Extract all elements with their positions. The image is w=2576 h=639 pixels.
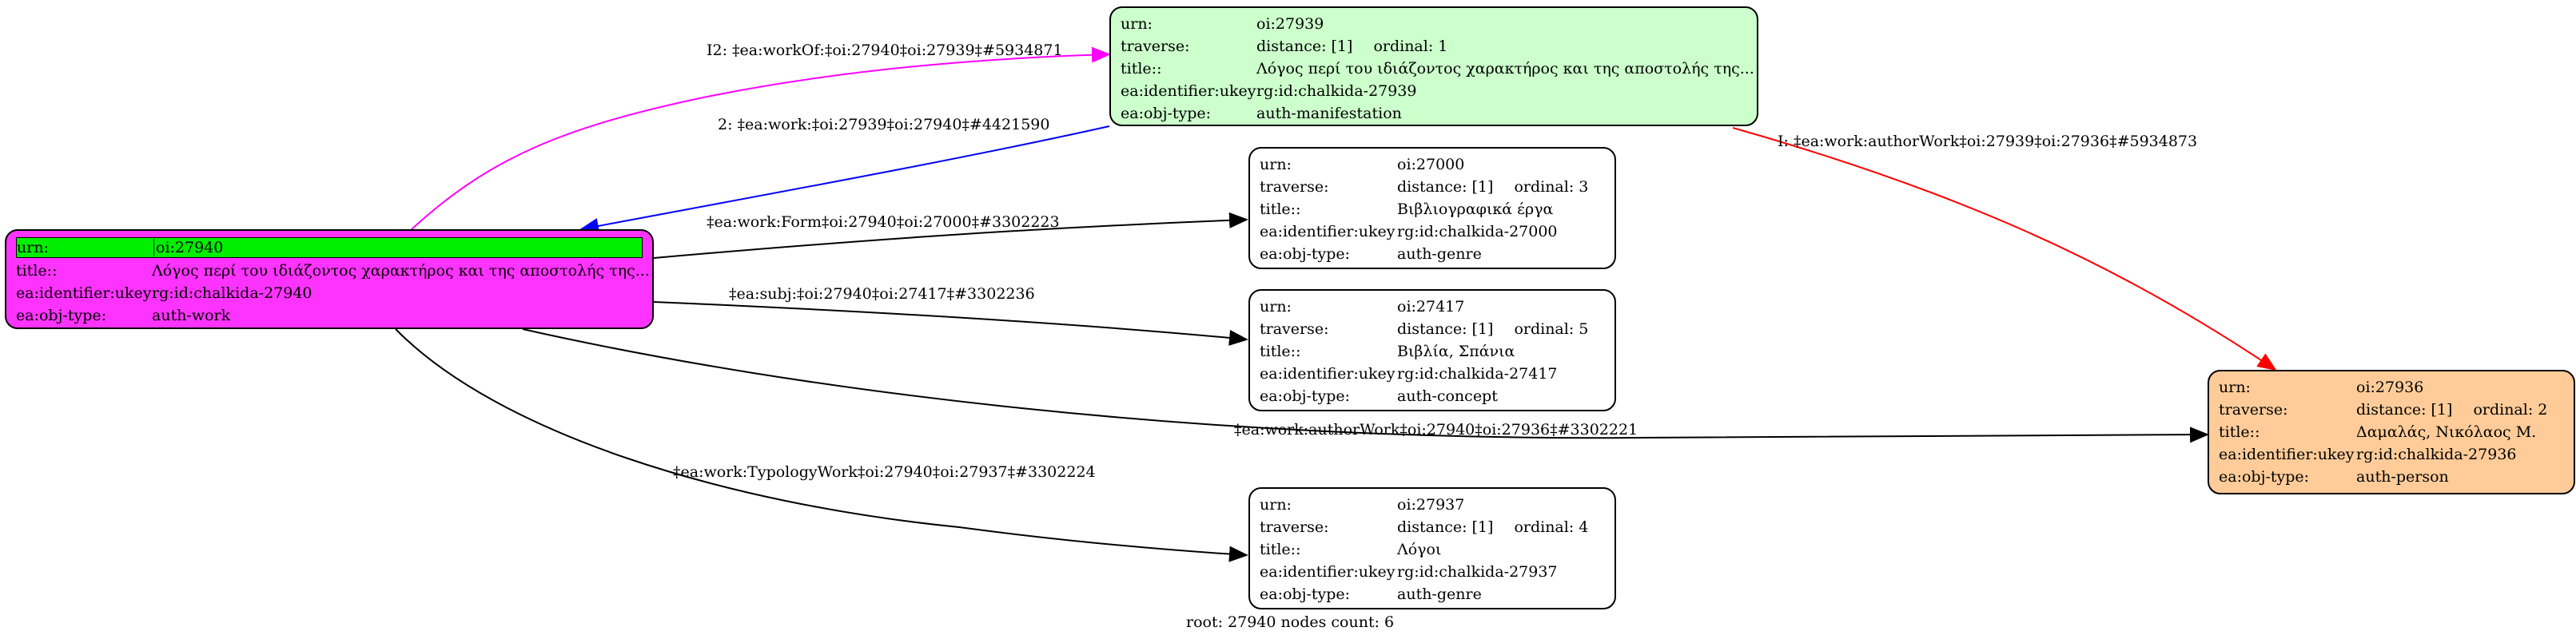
field-key: ea:obj-type: <box>16 307 107 324</box>
field-value-ordinal: ordinal: 2 <box>2473 401 2548 419</box>
edge-label-typology: ‡ea:work:TypologyWork‡oi:27940‡oi:27937‡… <box>673 463 1096 481</box>
field-value-ordinal: ordinal: 1 <box>1373 38 1448 55</box>
field-value: distance: [1] <box>1397 178 1494 196</box>
field-key: ea:identifier:ukey <box>2219 446 2355 463</box>
field-value: Λόγος περί του ιδιάζοντος χαρακτήρος και… <box>152 262 650 280</box>
field-key: title:: <box>1260 200 1301 218</box>
field-key: ea:identifier:ukey <box>1121 82 1256 100</box>
field-key: traverse: <box>1260 518 1329 536</box>
field-value: rg:id:chalkida-27417 <box>1397 365 1558 383</box>
field-value-ordinal: ordinal: 5 <box>1514 320 1589 338</box>
node-27417[interactable]: urn: oi:27417 traverse: distance: [1] ordin… <box>1248 289 1616 411</box>
node-27940-root[interactable]: urn: oi:27940 title::Λόγος περί του ιδιάζ… <box>5 229 654 329</box>
urn-row-highlight: urn: oi:27940 <box>16 237 643 258</box>
field-value: auth-work <box>152 307 231 324</box>
field-key: urn: <box>1260 496 1292 514</box>
edge-label-subj: ‡ea:subj:‡oi:27940‡oi:27417‡#3302236 <box>729 285 1035 303</box>
field-value: auth-genre <box>1397 245 1482 263</box>
field-value: Δαμαλάς, Νικόλαος Μ. <box>2356 423 2537 441</box>
field-key: ea:obj-type: <box>1260 245 1351 263</box>
edge-label-form: ‡ea:work:Form‡oi:27940‡oi:27000‡#3302223 <box>707 213 1060 231</box>
edge-label-workOf: I2: ‡ea:workOf:‡oi:27940‡oi:27939‡#59348… <box>707 42 1063 59</box>
field-value: oi:27937 <box>1397 496 1465 514</box>
field-value: distance: [1] <box>1397 320 1494 338</box>
field-value: oi:27417 <box>1397 298 1465 316</box>
field-value: distance: [1] <box>2356 401 2453 419</box>
field-value: auth-concept <box>1397 387 1498 405</box>
field-key: ea:identifier:ukey <box>1260 223 1395 240</box>
edge-label-authorWork1: I: ‡ea:work:authorWork‡oi:27939‡oi:27936… <box>1778 133 2198 150</box>
field-value: rg:id:chalkida-27000 <box>1397 223 1558 240</box>
field-key: urn: <box>1121 15 1153 33</box>
field-key: traverse: <box>1121 38 1190 55</box>
field-value: oi:27000 <box>1397 156 1465 173</box>
field-value: distance: [1] <box>1397 518 1494 536</box>
field-value: Λόγοι <box>1397 541 1442 558</box>
field-value: Βιβλία, Σπάνια <box>1397 343 1515 360</box>
field-key: ea:identifier:ukey <box>1260 365 1395 383</box>
field-value: oi:27939 <box>1256 15 1324 33</box>
field-key: title:: <box>16 262 58 280</box>
field-key: ea:obj-type: <box>1260 585 1351 603</box>
node-27937[interactable]: urn: oi:27937 traverse: distance: [1] ordin… <box>1248 487 1616 609</box>
edge-typology <box>395 328 1248 562</box>
graph-footer: root: 27940 nodes count: 6 <box>1186 613 1395 631</box>
field-value: Βιβλιογραφικά έργα <box>1397 200 1554 218</box>
edge-subj <box>653 301 1248 346</box>
node-27939[interactable]: urn: oi:27939 traverse: distance: [1] ordin… <box>1109 6 1758 126</box>
edge-label-authorWork2: ‡ea:work:authorWork‡oi:27940‡oi:27936‡#3… <box>1234 421 1638 439</box>
field-value-ordinal: ordinal: 4 <box>1514 518 1589 536</box>
field-key: urn: <box>2219 379 2251 396</box>
field-value-ordinal: ordinal: 3 <box>1514 178 1589 196</box>
field-key: traverse: <box>1260 178 1329 196</box>
field-value: auth-genre <box>1397 585 1482 603</box>
field-key: title:: <box>1260 343 1301 360</box>
field-value: auth-person <box>2356 468 2449 486</box>
field-key: ea:identifier:ukey <box>1260 563 1395 581</box>
edge-workOf <box>411 46 1111 230</box>
field-value: auth-manifestation <box>1256 105 1402 122</box>
field-key: urn: <box>17 239 49 256</box>
field-key: ea:obj-type: <box>1121 105 1212 122</box>
edge-work <box>579 125 1110 234</box>
field-value: rg:id:chalkida-27936 <box>2356 446 2517 463</box>
node-27000[interactable]: urn: oi:27000 traverse: distance: [1] ordin… <box>1248 147 1616 269</box>
field-key: traverse: <box>2219 401 2288 419</box>
field-key: urn: <box>1260 298 1292 316</box>
field-value: distance: [1] <box>1256 38 1353 55</box>
field-key: title:: <box>1260 541 1301 558</box>
field-value: rg:id:chalkida-27939 <box>1256 82 1417 100</box>
field-key: urn: <box>1260 156 1292 173</box>
edge-authorWork1 <box>1732 127 2277 371</box>
field-value: Λόγος περί του ιδιάζοντος χαρακτήρος και… <box>1256 60 1754 77</box>
field-value: rg:id:chalkida-27940 <box>152 284 313 302</box>
node-27936[interactable]: urn: oi:27936 traverse: distance: [1] ordin… <box>2208 370 2575 494</box>
field-key: ea:obj-type: <box>1260 387 1351 405</box>
edge-form <box>653 212 1248 259</box>
field-value: oi:27936 <box>2356 379 2424 396</box>
field-value: rg:id:chalkida-27937 <box>1397 563 1558 581</box>
edge-authorWork2 <box>522 328 2209 443</box>
field-key: title:: <box>2219 423 2260 441</box>
field-key: traverse: <box>1260 320 1329 338</box>
field-key: ea:identifier:ukey <box>16 284 152 302</box>
field-key: ea:obj-type: <box>2219 468 2310 486</box>
field-value: oi:27940 <box>153 239 223 256</box>
field-key: title:: <box>1121 60 1162 77</box>
edge-label-work: 2: ‡ea:work:‡oi:27939‡oi:27940‡#4421590 <box>718 116 1050 133</box>
